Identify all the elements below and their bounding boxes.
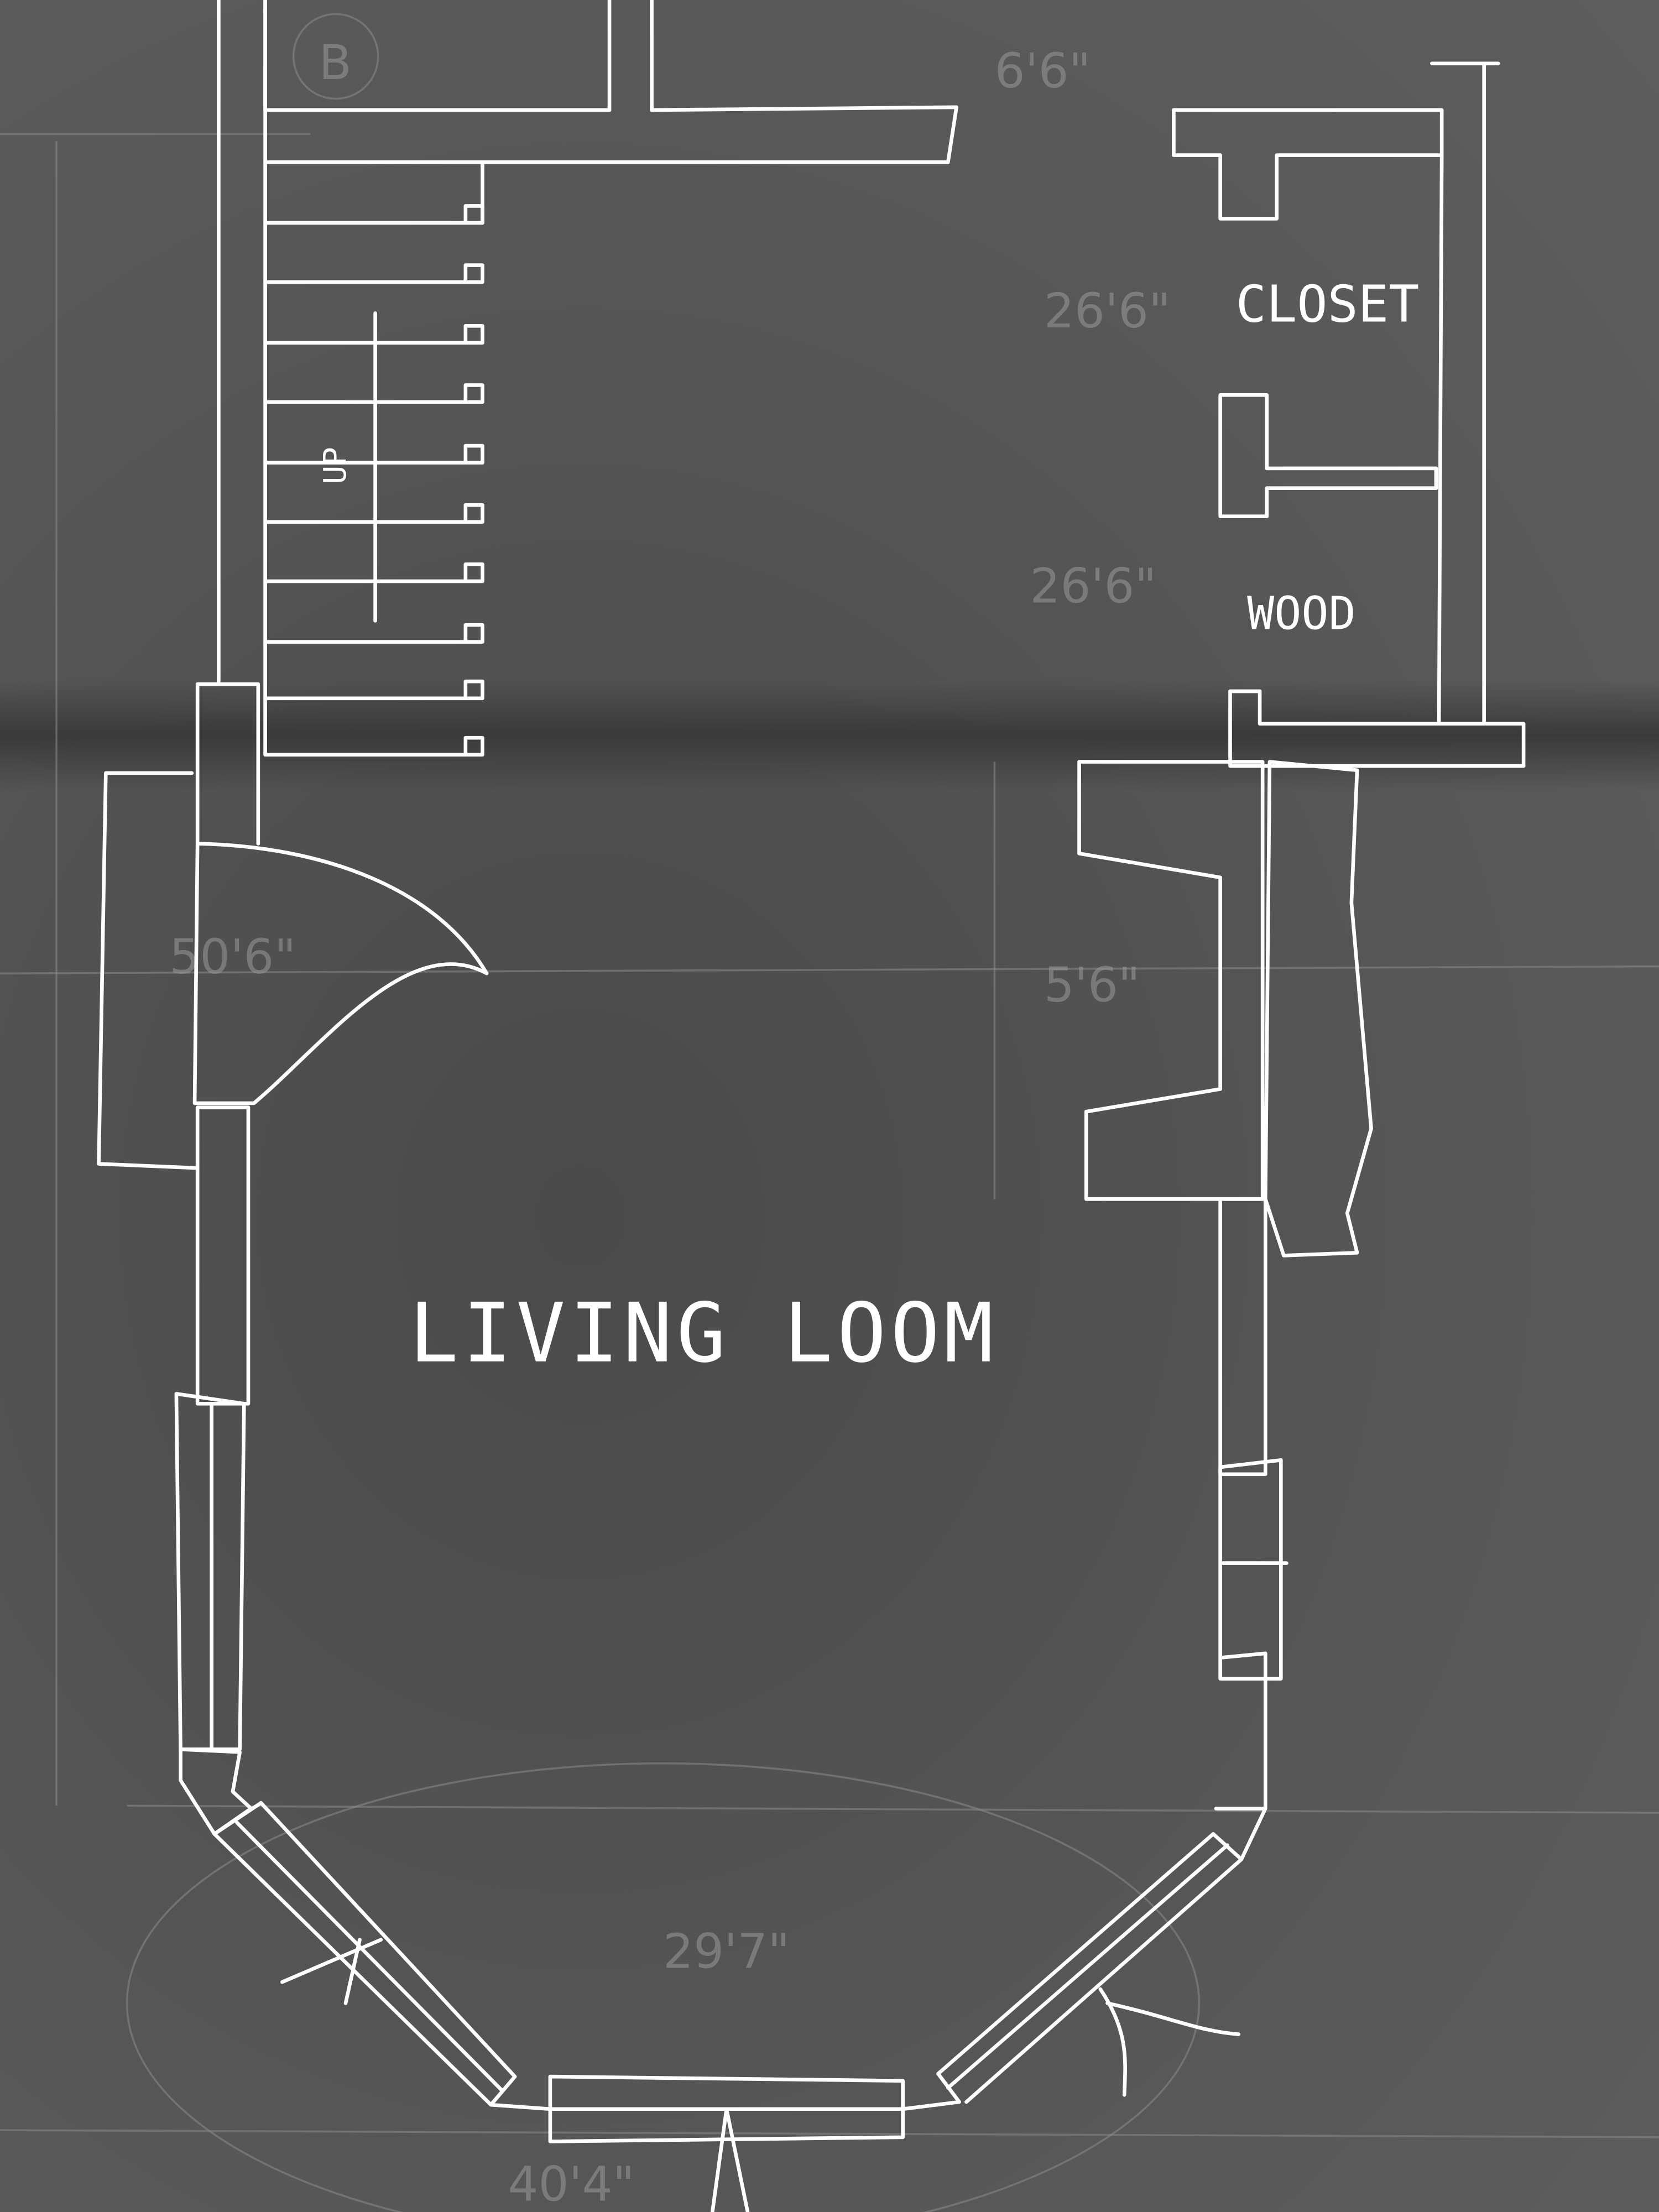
wood-label: WOOD — [1247, 588, 1356, 640]
stairs-up-label: UP — [317, 447, 353, 484]
fireplace — [1077, 760, 1373, 1258]
stair-tread — [263, 444, 484, 465]
stair-tread — [263, 623, 484, 644]
dimension-text: 6'6" — [994, 43, 1091, 99]
marker-b: B — [319, 35, 352, 91]
door-swing — [192, 842, 489, 1105]
dimension-text: 29'7" — [663, 1924, 790, 1980]
bay-window — [179, 1747, 1267, 2212]
top-walls: B — [217, 0, 958, 757]
room-label: LIVING LOOM — [409, 1286, 998, 1381]
dimension-text: 40'4" — [508, 2157, 634, 2212]
blueprint-underlay: 6'6" 26'6" 26'6" 50'6" 5'6" 29'7" 40'4" — [0, 43, 1659, 2212]
dimension-text: 5'6" — [1044, 957, 1140, 1013]
dimension-text: 50'6" — [169, 929, 296, 985]
stair-tread — [263, 503, 484, 524]
stair-tread — [263, 735, 484, 757]
right-wall — [1214, 1197, 1288, 1811]
dimension-text: 26'6" — [1030, 558, 1156, 614]
stair-tread — [263, 562, 484, 583]
dimension-text: 26'6" — [1044, 283, 1171, 339]
stair-tread — [263, 383, 484, 404]
closet: CLOSET WOOD — [1172, 61, 1526, 768]
staircase: UP — [263, 160, 484, 757]
stair-tread — [263, 324, 484, 345]
stair-tread — [263, 679, 484, 701]
closet-label: CLOSET — [1236, 275, 1420, 334]
stair-tread — [263, 263, 484, 284]
left-wall — [97, 682, 489, 1751]
stair-tread — [263, 204, 484, 225]
